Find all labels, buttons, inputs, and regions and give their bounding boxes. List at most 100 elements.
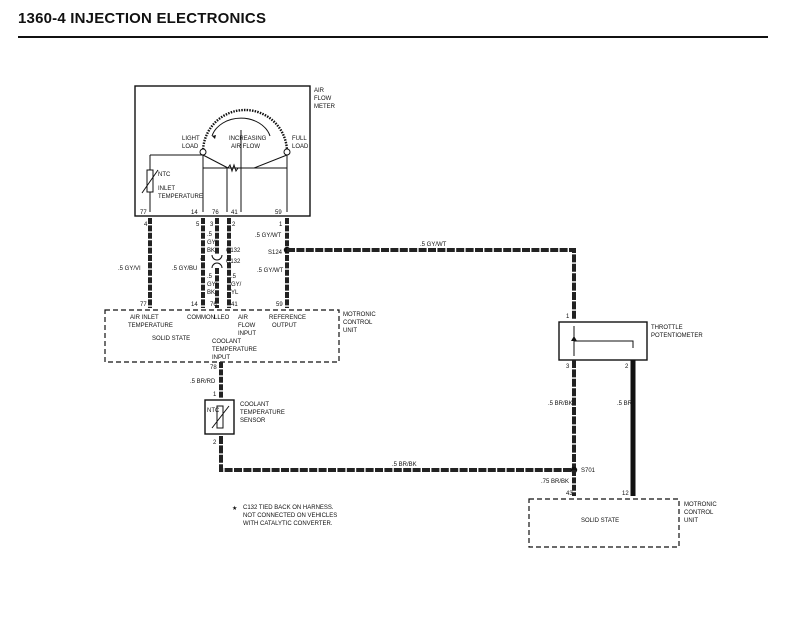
footnote-line-2: NOT CONNECTED ON VEHICLES — [243, 513, 337, 519]
motronic-unit-lower: 43 12 SOLID STATE MOTRONIC CONTROL UNIT — [528, 491, 717, 548]
light-load-label-2: LOAD — [182, 144, 199, 150]
label-br-rd: .5 BR/RD — [190, 379, 216, 385]
mcu1-label-3: UNIT — [343, 328, 357, 334]
label-gy-bk-top-1: .5 — [207, 232, 213, 238]
label-gy-bk-bot-1: .5 — [207, 274, 213, 280]
mcu1-coolant-3: INPUT — [212, 355, 230, 361]
coolant-label-3: SENSOR — [240, 418, 266, 424]
afm-wires: 4 5 3 2 1 .5 GY/VI .5 GY/BU .5 GY/ BK C1… — [118, 218, 576, 320]
mcu1-air-flow-3: INPUT — [238, 331, 256, 337]
wire-pin-1: 1 — [279, 222, 283, 228]
mcu1-pin-77: 77 — [140, 302, 147, 308]
throttle-pin-3: 3 — [566, 364, 570, 370]
mcu1-label-2: CONTROL — [343, 320, 373, 326]
mcu1-air-flow-2: FLOW — [238, 323, 256, 329]
potentiometer-arc — [201, 108, 289, 153]
motronic-unit-upper: MOTRONIC CONTROL UNIT 77 14 76 41 59 AIR… — [104, 302, 376, 371]
label-gy-yl-1: .5 — [231, 274, 237, 280]
label-gy-bk-bot-3: BK — [207, 290, 215, 296]
mcu1-coolant-2: TEMPERATURE — [212, 347, 257, 353]
afm-pin-41: 41 — [231, 210, 238, 216]
coolant-ntc-arrow — [211, 405, 230, 429]
label-br-bk-1: .5 BR/BK — [392, 462, 417, 468]
header-rule — [18, 36, 768, 38]
air-flow-meter-box — [134, 85, 311, 217]
mcu1-air-inlet-1: AIR INLET — [130, 315, 159, 321]
connector-c132-top — [211, 254, 223, 261]
coolant-sensor-box — [204, 399, 235, 435]
air-flow-meter-label-1: AIR — [314, 88, 325, 94]
full-load-label-1: FULL — [292, 136, 307, 142]
mcu1-pin-41: 41 — [231, 302, 238, 308]
page-title: 1360-4 INJECTION ELECTRONICS — [18, 10, 267, 27]
increasing-label-1: INCREASING — [229, 136, 267, 142]
label-gy-bk-top-3: BK — [207, 248, 215, 254]
label-c132-a: C132 — [226, 248, 241, 254]
footnote: ★ C132 TIED BACK ON HARNESS. NOT CONNECT… — [232, 505, 337, 527]
mcu1-label-1: MOTRONIC — [343, 312, 376, 318]
wire-pin-5: 5 — [196, 222, 200, 228]
mcu2-label-2: CONTROL — [684, 510, 714, 516]
inner-diag-right — [253, 154, 288, 169]
mcu1-pin-78: 78 — [210, 365, 217, 371]
mcu1-pin-76: 76 — [210, 302, 217, 308]
air-flow-meter: AIR FLOW METER LIGHT LOAD INCREASING AIR… — [134, 85, 336, 217]
full-load-label-2: LOAD — [292, 144, 309, 150]
label-s124: S124 — [268, 250, 283, 256]
arrow-head — [212, 135, 216, 139]
label-s701: S701 — [581, 468, 596, 474]
wire-br-bk-ground — [219, 436, 574, 472]
label-gy-wt-3: .5 GY/WT — [420, 242, 447, 248]
mcu2-pin-43: 43 — [566, 491, 573, 497]
afm-pin-77: 77 — [140, 210, 147, 216]
connector-c132-bottom — [211, 262, 223, 269]
full-load-terminal — [283, 148, 291, 156]
throttle-label-2: POTENTIOMETER — [651, 333, 703, 339]
mcu1-lleo: LLEO — [214, 315, 230, 321]
label-gy-bu: .5 GY/BU — [172, 266, 197, 272]
inner-resistor — [227, 163, 239, 173]
mcu2-label-1: MOTRONIC — [684, 502, 717, 508]
increasing-label-2: AIR FLOW — [231, 144, 260, 150]
mcu2-label-3: UNIT — [684, 518, 698, 524]
label-gy-yl-3: YL — [231, 290, 239, 296]
mcu1-coolant-1: COOLANT — [212, 339, 241, 345]
label-gy-vi: .5 GY/VI — [118, 266, 141, 272]
increasing-arrow — [211, 117, 271, 137]
throttle-pin-1: 1 — [566, 314, 570, 320]
afm-pin-14: 14 — [191, 210, 198, 216]
mcu1-air-flow-1: AIR — [238, 315, 249, 321]
light-load-terminal — [199, 148, 207, 156]
label-br: .5 BR — [617, 401, 633, 407]
mcu1-reference-1: REFERENCE — [269, 315, 306, 321]
throttle-wiper — [574, 340, 634, 348]
wire-pin-4: 4 — [144, 222, 148, 228]
wire-pin-2: 2 — [232, 222, 236, 228]
coolant-label-2: TEMPERATURE — [240, 410, 285, 416]
label-gy-wt-1: .5 GY/WT — [255, 233, 282, 239]
throttle-arrow — [571, 336, 577, 341]
footnote-line-3: WITH CATALYTIC CONVERTER. — [243, 521, 333, 527]
footnote-line-1: C132 TIED BACK ON HARNESS. — [243, 505, 334, 511]
inner-diag-left — [202, 154, 229, 169]
label-gy-bk-top-2: GY/ — [207, 240, 218, 246]
label-gy-yl-2: GY/ — [231, 282, 242, 288]
coolant-ntc-label: NTC — [207, 408, 220, 414]
label-br-bk-2: .5 BR/BK — [548, 401, 573, 407]
mcu1-pin-14: 14 — [191, 302, 198, 308]
mcu2-solid-state: SOLID STATE — [581, 518, 619, 524]
coolant-pin-2: 2 — [213, 440, 217, 446]
label-br-bk-3: .75 BR/BK — [541, 479, 569, 485]
mcu1-common: COMMON — [187, 315, 215, 321]
label-gy-bk-bot-2: GY/ — [207, 282, 218, 288]
wire-pin-3: 3 — [210, 222, 214, 228]
coolant-label-1: COOLANT — [240, 402, 269, 408]
wire-s124-throttle — [287, 248, 576, 320]
inlet-label-1: INLET — [158, 186, 175, 192]
throttle-potentiometer: 1 THROTTLE POTENTIOMETER 3 2 .5 BR/BK .5… — [541, 314, 703, 496]
label-gy-wt-2: .5 GY/WT — [257, 268, 284, 274]
afm-pin-59: 59 — [275, 210, 282, 216]
mcu1-solid-state: SOLID STATE — [152, 336, 190, 342]
coolant-pin-1: 1 — [213, 392, 217, 398]
